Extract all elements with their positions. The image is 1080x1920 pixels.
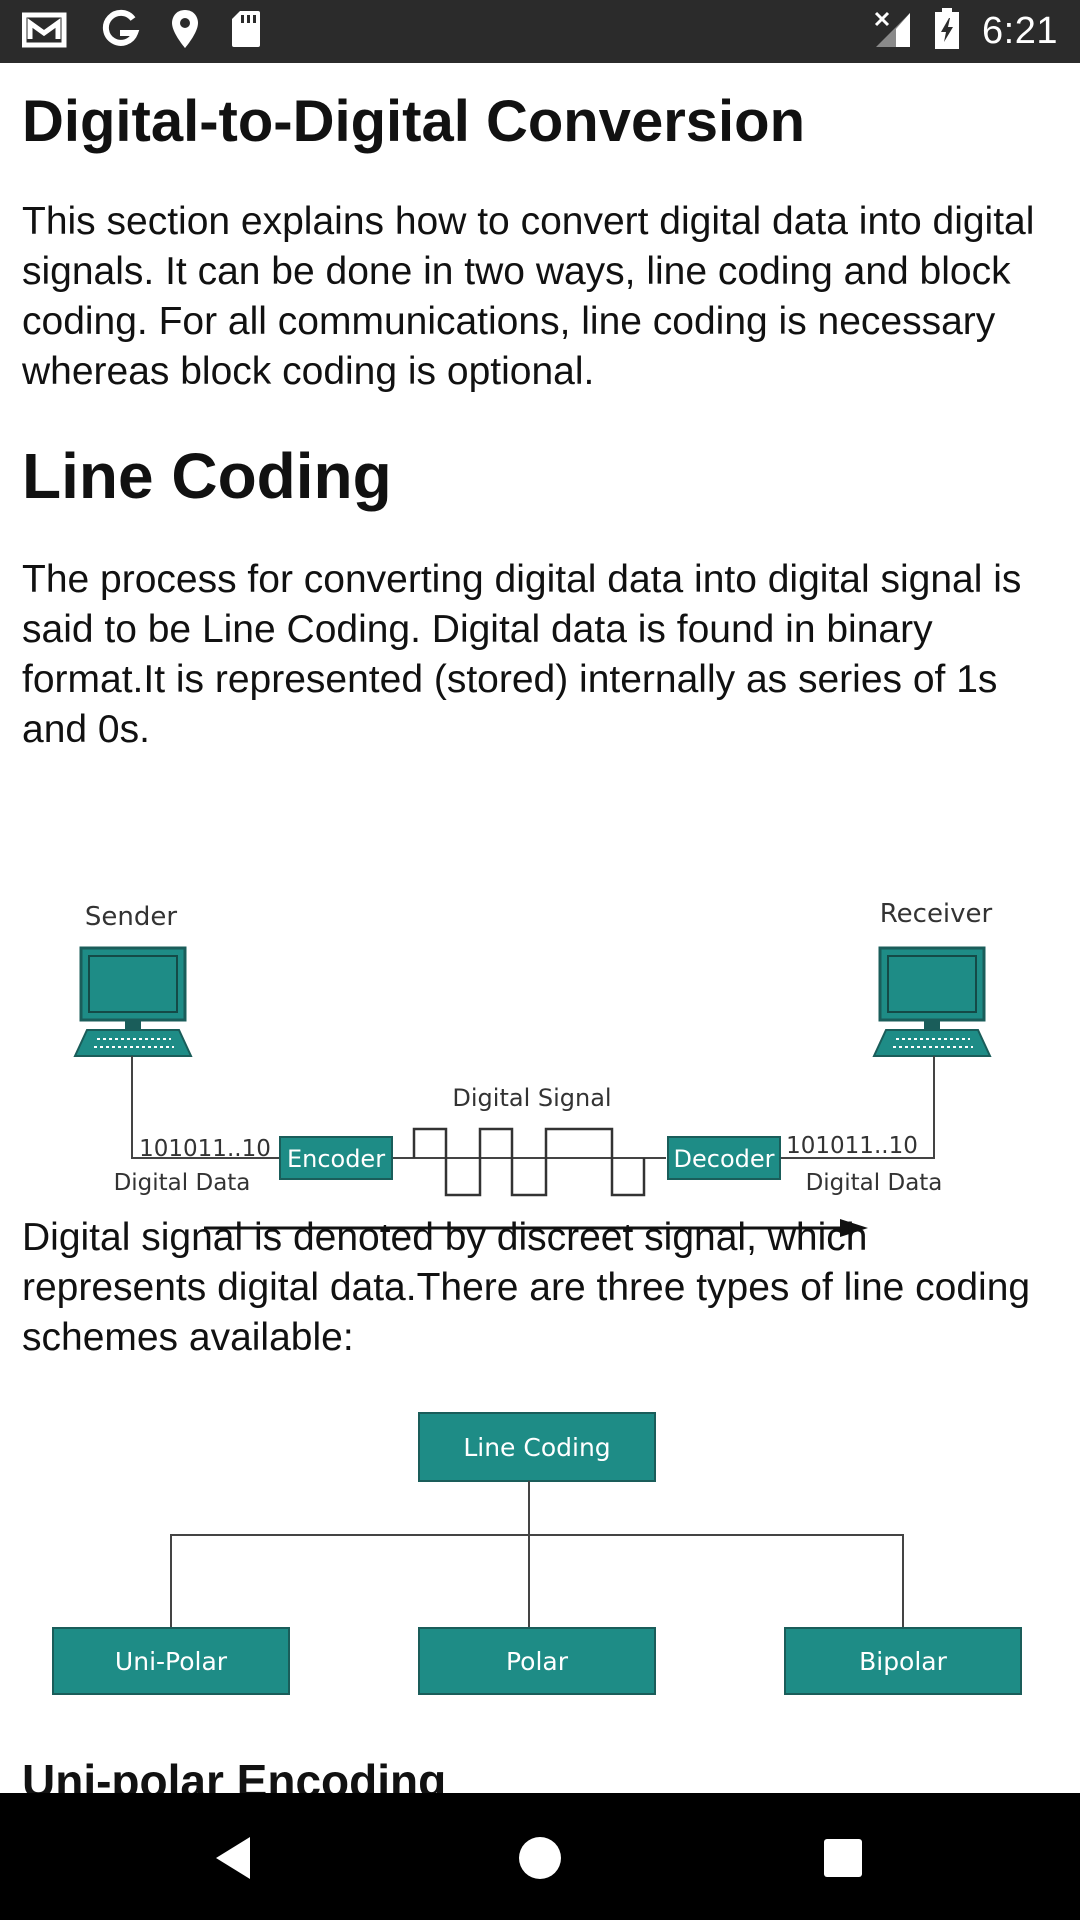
polar-label: Polar (506, 1647, 569, 1676)
decoder-label: Decoder (674, 1145, 775, 1173)
sender-computer-icon (73, 946, 193, 1057)
status-left-icons (21, 8, 262, 54)
encoder-box (279, 1136, 393, 1180)
home-icon (519, 1837, 561, 1879)
uni-polar-box (52, 1627, 290, 1695)
line-coding-types-paragraph: Digital signal is denoted by discreet si… (22, 1216, 1031, 1359)
recents-icon (824, 1839, 862, 1877)
back-icon (216, 1837, 250, 1879)
battery-charging-icon (934, 8, 960, 54)
navigation-bar (0, 1793, 1080, 1920)
section-heading-line-coding: Line Coding (22, 440, 392, 512)
encoder-label: Encoder (287, 1145, 385, 1173)
line-coding-paragraph: The process for converting digital data … (22, 558, 1022, 751)
digital-signal-wave (412, 1127, 646, 1197)
receiver-label: Receiver (880, 899, 993, 929)
line-coding-diagram: Sender Receiver (22, 823, 1062, 1243)
bipolar-box (784, 1627, 1022, 1695)
data-bits-left: 101011..10 (139, 1136, 271, 1162)
data-label-left: Digital Data (114, 1170, 251, 1196)
page-title: Digital-to-Digital Conversion (22, 89, 805, 154)
location-icon (170, 8, 200, 54)
digital-signal-label: Digital Signal (452, 1084, 611, 1112)
recents-button[interactable] (808, 1823, 878, 1893)
polar-box (418, 1627, 656, 1695)
google-icon (100, 9, 140, 53)
no-signal-icon (872, 9, 912, 53)
decoder-box (667, 1136, 781, 1180)
line-coding-root-label: Line Coding (463, 1433, 610, 1462)
uni-polar-label: Uni-Polar (115, 1647, 228, 1676)
direction-arrow-head (840, 1219, 868, 1237)
status-clock: 6:21 (982, 10, 1058, 52)
sender-label: Sender (85, 902, 177, 932)
status-bar: 6:21 (0, 0, 1080, 63)
home-button[interactable] (505, 1823, 575, 1893)
back-button[interactable] (200, 1823, 270, 1893)
data-bits-right: 101011..10 (786, 1133, 918, 1159)
sd-card-icon (230, 9, 262, 53)
article-content[interactable]: Digital-to-Digital Conversion This secti… (22, 63, 1062, 1793)
bipolar-label: Bipolar (859, 1647, 948, 1676)
data-label-right: Digital Data (806, 1170, 943, 1196)
gmail-icon (21, 9, 70, 53)
receiver-computer-icon (872, 946, 992, 1057)
line-coding-root-box (418, 1412, 656, 1482)
uni-polar-encoding-heading: Uni-polar Encoding (22, 1755, 447, 1793)
line-coding-types-diagram: Line Coding Uni-Polar Polar Bipolar (22, 1408, 1062, 1748)
intro-paragraph: This section explains how to convert dig… (22, 200, 1035, 393)
status-right-icons: 6:21 (872, 8, 1058, 54)
